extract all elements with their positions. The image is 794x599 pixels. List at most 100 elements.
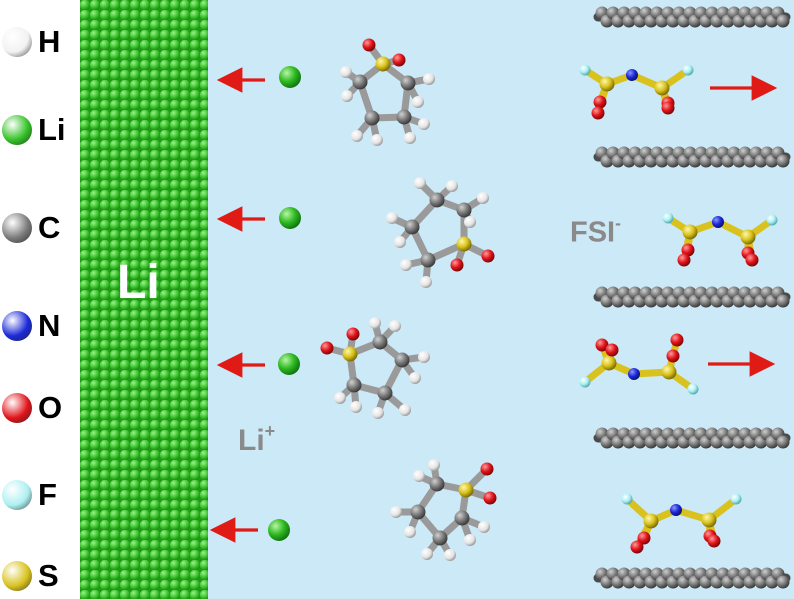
carbon-atom xyxy=(377,385,393,401)
oxygen-atom xyxy=(593,95,607,109)
fluorine-atom xyxy=(766,214,778,226)
sulfur-atom xyxy=(701,512,717,528)
hydrogen-atom xyxy=(372,407,384,419)
hydrogen-atom xyxy=(371,134,383,146)
graphene-layer xyxy=(593,286,791,308)
hydrogen-atom xyxy=(418,118,430,130)
graphite-layers xyxy=(593,6,791,589)
carbon-atom xyxy=(394,352,410,368)
oxygen-atom xyxy=(320,341,334,355)
sulfur-atom xyxy=(458,482,474,498)
legend-item-oxygen: O xyxy=(0,388,80,428)
carbon-atom xyxy=(404,219,420,235)
carbon-atom xyxy=(429,192,445,208)
nitrogen-atom xyxy=(626,69,638,81)
fsi-anion-4 xyxy=(621,493,742,554)
hydrogen-atom xyxy=(350,401,362,413)
hydrogen-atom xyxy=(340,66,352,78)
carbon-atom xyxy=(776,575,790,589)
lithium-ion xyxy=(278,353,300,375)
migration-arrows xyxy=(209,67,778,543)
oxygen-atom xyxy=(346,327,360,341)
legend-label: H xyxy=(38,24,61,59)
carbon-atom xyxy=(372,334,388,350)
fluorine-atom xyxy=(621,493,633,505)
carbon-atom xyxy=(364,110,380,126)
legend-item-hydrogen: H xyxy=(0,22,80,62)
lithium-atom-icon xyxy=(2,115,32,145)
legend-label: O xyxy=(38,390,63,425)
oxygen-atom xyxy=(707,534,721,548)
lithium-ion xyxy=(279,207,301,229)
anion-label: FSI- xyxy=(570,213,621,250)
legend-label: Li xyxy=(38,112,66,147)
carbon-atom xyxy=(352,74,368,90)
carbon-atom xyxy=(400,75,416,91)
legend-item-fluorine: F xyxy=(0,475,80,515)
oxygen-atom xyxy=(362,38,376,52)
electrode-label: Li xyxy=(117,256,160,309)
carbon-atom xyxy=(429,476,445,492)
hydrogen-atom xyxy=(477,192,489,204)
sulfur-atom xyxy=(599,76,615,92)
oxygen-atom xyxy=(670,333,684,347)
fsi-anion-3 xyxy=(579,333,699,395)
carbon-atom xyxy=(776,154,790,168)
hydrogen-atom xyxy=(421,548,433,560)
cation-label: Li+ xyxy=(238,421,276,458)
hydrogen-atom xyxy=(400,259,412,271)
nitrogen-atom xyxy=(628,368,640,380)
fluorine-atom xyxy=(662,212,674,224)
oxygen-atom xyxy=(681,243,695,257)
legend-label: N xyxy=(38,308,61,343)
cation-label-base: Li xyxy=(238,424,265,457)
oxygen-atom xyxy=(595,338,609,352)
cation-label-charge: + xyxy=(264,421,276,441)
hydrogen-atom xyxy=(420,276,432,288)
hydrogen-atom xyxy=(389,320,401,332)
carbon-atom xyxy=(776,435,790,449)
oxygen-atom xyxy=(483,491,497,505)
sulfur-atom xyxy=(601,355,617,371)
legend-label: F xyxy=(38,477,57,512)
hydrogen-atom xyxy=(418,351,430,363)
nitrogen-atom xyxy=(670,504,682,516)
hydrogen-atom xyxy=(390,506,402,518)
hydrogen-atom xyxy=(414,177,426,189)
lithium-ion xyxy=(268,519,290,541)
oxygen-atom xyxy=(605,343,619,357)
oxygen-atom xyxy=(630,540,644,554)
sulfur-atom xyxy=(342,346,358,362)
hydrogen-atom xyxy=(394,236,406,248)
sulfur-atom xyxy=(661,364,677,380)
hydrogen-atom xyxy=(404,132,416,144)
carbon-atom xyxy=(396,109,412,125)
hydrogen-atom-icon xyxy=(2,27,32,57)
anion-label-base: FSI xyxy=(570,216,616,249)
sulfolane-molecule-4 xyxy=(390,459,497,561)
hydrogen-atom xyxy=(409,372,421,384)
hydrogen-atom xyxy=(413,470,425,482)
legend-item-nitrogen: N xyxy=(0,306,80,346)
hydrogen-atom xyxy=(399,404,411,416)
legend-label: C xyxy=(38,210,61,245)
hydrogen-atom xyxy=(369,317,381,329)
carbon-atom xyxy=(420,252,436,268)
graphene-layer xyxy=(593,6,791,28)
hydrogen-atom xyxy=(351,130,363,142)
hydrogen-atom xyxy=(404,526,416,538)
hydrogen-atom xyxy=(423,73,435,85)
oxygen-atom xyxy=(450,258,464,272)
hydrogen-atom xyxy=(386,212,398,224)
oxygen-atom xyxy=(745,253,759,267)
fsi-anion-2 xyxy=(662,212,778,267)
fluorine-atom xyxy=(730,493,742,505)
hydrogen-atom xyxy=(444,549,456,561)
sulfolane-molecule-1 xyxy=(340,38,435,146)
oxygen-atom xyxy=(666,349,680,363)
oxygen-atom xyxy=(637,531,651,545)
carbon-atom xyxy=(776,294,790,308)
sulfolane-molecule-2 xyxy=(386,177,495,288)
graphene-layer xyxy=(593,146,791,168)
